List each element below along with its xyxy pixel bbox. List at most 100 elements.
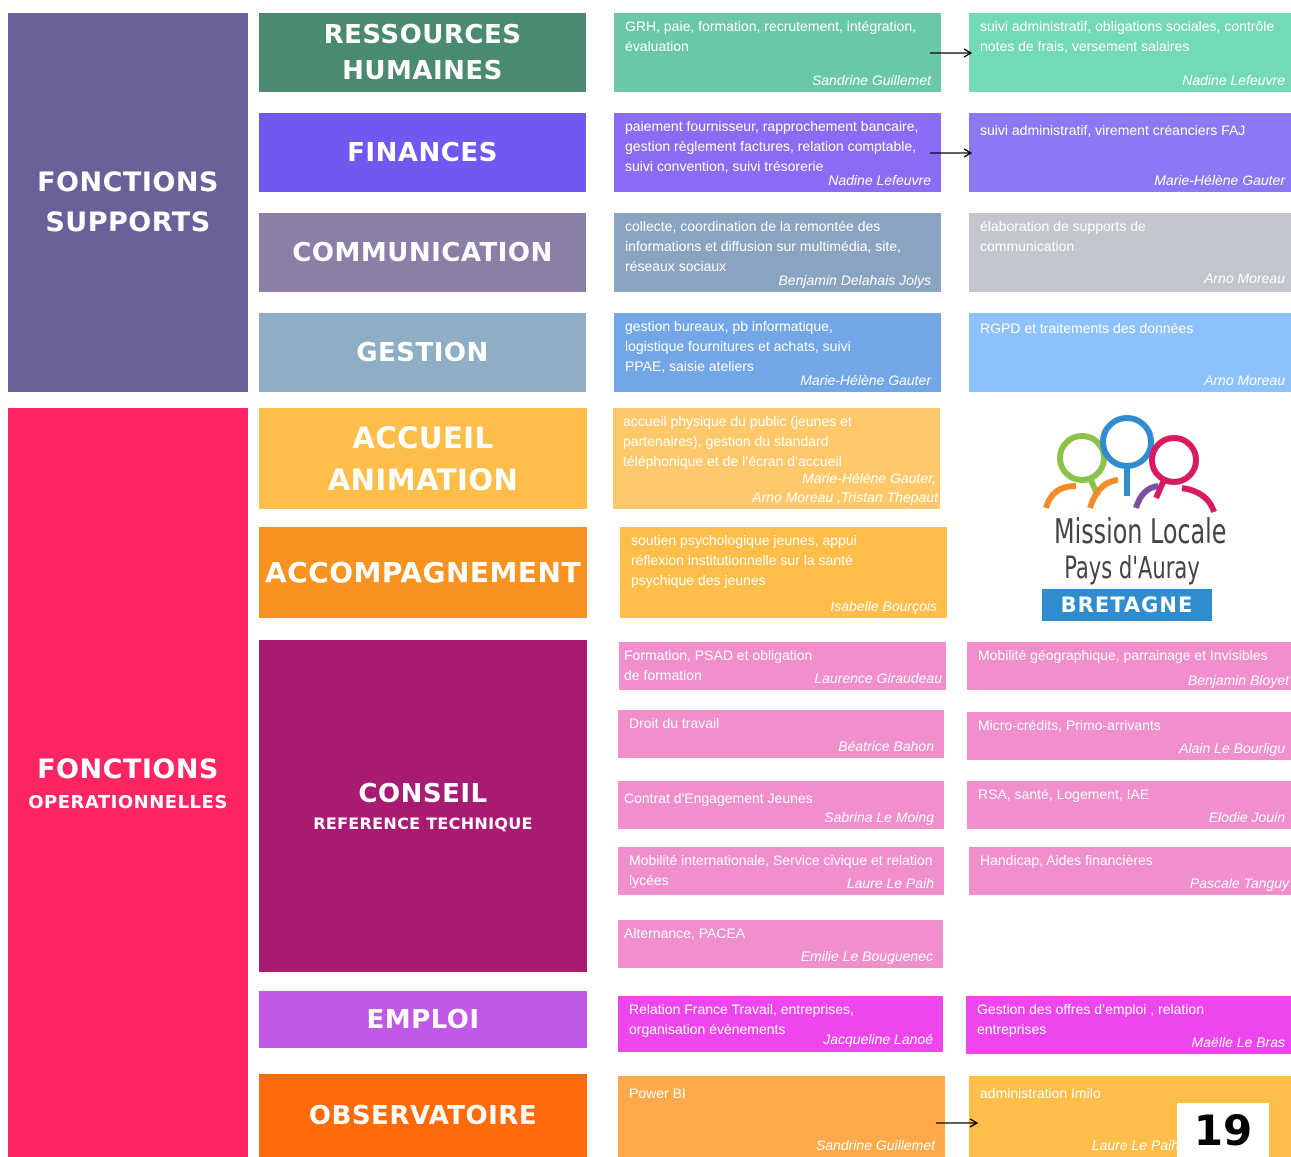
page-number: 19 bbox=[1177, 1103, 1269, 1157]
task-description: RSA, santé, Logement, IAE bbox=[978, 786, 1150, 802]
task-person: Alain Le Bourligu bbox=[1179, 740, 1285, 756]
task-description: collecte, coordination de la remontée de… bbox=[625, 218, 901, 274]
task-rh-2: suivi administratif, obligations sociale… bbox=[969, 13, 1291, 92]
task-person-2: Arno Moreau ,Tristan Thepaut bbox=[752, 489, 938, 505]
task-emploi-2: Gestion des offres d’emploi , relation e… bbox=[966, 996, 1291, 1054]
task-description: élaboration de supports de communication bbox=[980, 218, 1146, 254]
category-title: EMPLOI bbox=[366, 1004, 480, 1035]
task-person: Béatrice Bahon bbox=[838, 738, 934, 754]
task-description: suivi administratif, obligations sociale… bbox=[980, 18, 1275, 54]
task-description: gestion bureaux, pb informatique, logist… bbox=[625, 318, 851, 374]
task-accompagnement-1: soutien psychologique jeunes, appui réfl… bbox=[620, 527, 947, 618]
task-description: Droit du travail bbox=[629, 715, 720, 731]
task-communication-1: collecte, coordination de la remontée de… bbox=[614, 213, 941, 292]
category-ressources-humaines: RESSOURCES HUMAINES bbox=[259, 13, 586, 92]
group-title-line1: FONCTIONS bbox=[37, 166, 219, 198]
task-person: Benjamin Delahais Jolys bbox=[778, 272, 931, 288]
task-description: accueil physique du public (jeunes et pa… bbox=[623, 413, 852, 469]
task-person: Arno Moreau bbox=[1204, 270, 1285, 286]
category-title: ACCOMPAGNEMENT bbox=[264, 555, 582, 589]
task-person: Laure Le Paih bbox=[846, 875, 934, 891]
category-title: OBSERVATOIRE bbox=[308, 1100, 538, 1131]
task-observatoire-1: Power BI Sandrine Guillemet bbox=[618, 1076, 945, 1157]
task-person: Laurence Giraudeau bbox=[814, 670, 942, 686]
group-title-line2: SUPPORTS bbox=[45, 206, 211, 238]
task-person: Arno Moreau bbox=[1204, 372, 1285, 388]
category-title-line2: ANIMATION bbox=[327, 462, 519, 497]
task-conseil-5: Contrat d'Engagement Jeunes Sabrina Le M… bbox=[618, 781, 944, 829]
task-conseil-3: Droit du travail Béatrice Bahon bbox=[618, 710, 944, 758]
category-title: COMMUNICATION bbox=[292, 237, 553, 268]
task-person: Marie-Hélène Gauter, bbox=[802, 470, 936, 486]
task-emploi-1: Relation France Travail, entreprises, or… bbox=[618, 996, 943, 1052]
task-description: Contrat d'Engagement Jeunes bbox=[624, 790, 813, 806]
logo-line2: Pays d'Auray bbox=[1064, 551, 1200, 586]
category-emploi: EMPLOI bbox=[259, 991, 587, 1048]
task-description: GRH, paie, formation, recrutement, intég… bbox=[625, 18, 917, 54]
task-person: Laure Le Paih bbox=[1091, 1137, 1179, 1153]
category-finances: FINANCES bbox=[259, 113, 586, 192]
task-person: Sabrina Le Moing bbox=[824, 809, 934, 825]
group-fonctions-supports: FONCTIONS SUPPORTS bbox=[8, 13, 248, 392]
task-person: Isabelle Bourçois bbox=[830, 598, 937, 614]
task-person: Elodie Jouin bbox=[1208, 809, 1285, 825]
task-description: Handicap, Aides financières bbox=[980, 852, 1153, 868]
task-finances-2: suivi administratif, virement créanciers… bbox=[969, 113, 1291, 192]
task-finances-1: paiement fournisseur, rapprochement banc… bbox=[614, 113, 941, 192]
task-person: Sandrine Guillemet bbox=[815, 1137, 935, 1153]
task-description: RGPD et traitements des données bbox=[980, 320, 1194, 336]
task-description: administration Imilo bbox=[980, 1085, 1101, 1101]
task-person: Benjamin Bloyet bbox=[1187, 672, 1289, 688]
arrow-right-icon bbox=[930, 148, 973, 158]
task-conseil-7: Mobilité internationale, Service civique… bbox=[618, 847, 944, 895]
task-person: Nadine Lefeuvre bbox=[828, 172, 931, 188]
logo-line3: BRETAGNE bbox=[1042, 589, 1212, 621]
group-title-line1: FONCTIONS bbox=[37, 753, 219, 785]
arrow-right-icon bbox=[936, 1118, 979, 1128]
category-title: GESTION bbox=[356, 337, 489, 368]
task-description: Relation France Travail, entreprises, or… bbox=[629, 1001, 854, 1037]
group-title-line2: OPERATIONNELLES bbox=[28, 791, 228, 813]
task-conseil-9: Alternance, PACEA Emilie Le Bouguenec bbox=[618, 920, 943, 968]
task-conseil-6: RSA, santé, Logement, IAE Elodie Jouin bbox=[967, 781, 1291, 829]
task-description: Micro-crédits, Primo-arrivants bbox=[978, 717, 1161, 733]
task-conseil-2: Mobilité géographique, parrainage et Inv… bbox=[967, 642, 1291, 690]
category-title-line1: ACCUEIL bbox=[352, 420, 494, 455]
task-description: Power BI bbox=[629, 1085, 686, 1101]
category-title-line2: REFERENCE TECHNIQUE bbox=[313, 814, 533, 833]
logo-line1: Mission Locale bbox=[1054, 512, 1227, 552]
category-observatoire: OBSERVATOIRE bbox=[259, 1074, 587, 1157]
task-description: paiement fournisseur, rapprochement banc… bbox=[625, 118, 919, 174]
task-conseil-8: Handicap, Aides financières Pascale Tang… bbox=[969, 847, 1291, 895]
task-description: Mobilité internationale, Service civique… bbox=[629, 852, 933, 888]
category-accueil-animation: ACCUEIL ANIMATION bbox=[259, 408, 587, 509]
mission-locale-logo: Mission Locale Pays d'Auray BRETAGNE bbox=[1032, 408, 1232, 628]
task-conseil-1: Formation, PSAD et obligation de formati… bbox=[619, 642, 946, 690]
task-person: Emilie Le Bouguenec bbox=[800, 948, 933, 964]
category-gestion: GESTION bbox=[259, 313, 586, 392]
arrow-right-icon bbox=[930, 48, 973, 58]
task-communication-2: élaboration de supports de communication… bbox=[969, 213, 1291, 292]
task-person: Sandrine Guillemet bbox=[811, 72, 931, 88]
category-title-line2: HUMAINES bbox=[342, 55, 503, 86]
task-person: Nadine Lefeuvre bbox=[1182, 72, 1285, 88]
task-description: Mobilité géographique, parrainage et Inv… bbox=[978, 647, 1268, 663]
group-fonctions-operationnelles: FONCTIONS OPERATIONNELLES bbox=[8, 408, 248, 1157]
task-description: Alternance, PACEA bbox=[624, 925, 746, 941]
task-description: Formation, PSAD et obligation de formati… bbox=[624, 647, 813, 683]
task-description: soutien psychologique jeunes, appui réfl… bbox=[631, 532, 857, 588]
task-description: Gestion des offres d’emploi , relation e… bbox=[977, 1001, 1204, 1037]
task-gestion-2: RGPD et traitements des données Arno Mor… bbox=[969, 313, 1291, 392]
category-title-line1: CONSEIL bbox=[358, 779, 488, 809]
task-person: Jacqueline Lanoé bbox=[823, 1031, 933, 1047]
category-conseil: CONSEIL REFERENCE TECHNIQUE bbox=[259, 640, 587, 972]
task-description: suivi administratif, virement créanciers… bbox=[980, 122, 1246, 138]
task-person: Marie-Hélène Gauter bbox=[800, 372, 931, 388]
people-circles-icon bbox=[1043, 415, 1217, 514]
task-person: Pascale Tanguy bbox=[1189, 875, 1289, 891]
task-rh-1: GRH, paie, formation, recrutement, intég… bbox=[614, 13, 941, 92]
category-accompagnement: ACCOMPAGNEMENT bbox=[259, 527, 587, 618]
task-person: Marie-Hélène Gauter bbox=[1154, 172, 1285, 188]
category-communication: COMMUNICATION bbox=[259, 213, 586, 292]
task-conseil-4: Micro-crédits, Primo-arrivants Alain Le … bbox=[967, 712, 1291, 760]
